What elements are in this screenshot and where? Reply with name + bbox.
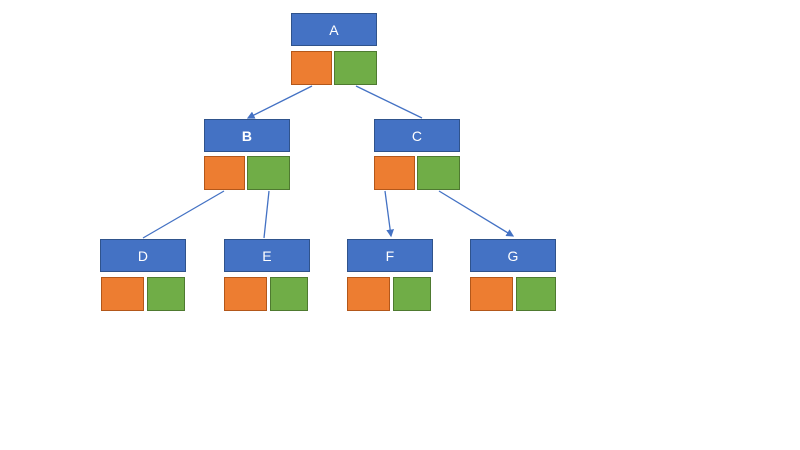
node-e-chip-orange[interactable] — [224, 277, 267, 311]
node-b-label[interactable]: B — [204, 119, 290, 152]
node-c-chip-green[interactable] — [417, 156, 460, 190]
node-d-label[interactable]: D — [100, 239, 186, 272]
node-g-chip-green[interactable] — [516, 277, 556, 311]
node-f-chip-orange[interactable] — [347, 277, 390, 311]
node-b-chip-orange[interactable] — [204, 156, 245, 190]
node-a-chip-orange[interactable] — [291, 51, 332, 85]
node-g-chip-orange[interactable] — [470, 277, 513, 311]
node-d-chip-green[interactable] — [147, 277, 185, 311]
node-g-label[interactable]: G — [470, 239, 556, 272]
node-e-label[interactable]: E — [224, 239, 310, 272]
node-f-label[interactable]: F — [347, 239, 433, 272]
node-b-chip-green[interactable] — [247, 156, 290, 190]
edge-a-to-c — [355, 85, 423, 119]
edge-c-to-g — [438, 190, 515, 237]
node-a-label[interactable]: A — [291, 13, 377, 46]
node-d-chip-orange[interactable] — [101, 277, 144, 311]
node-e-chip-green[interactable] — [270, 277, 308, 311]
node-c-chip-orange[interactable] — [374, 156, 415, 190]
node-c-label[interactable]: C — [374, 119, 460, 152]
node-f-chip-green[interactable] — [393, 277, 431, 311]
edge-b-to-e — [263, 190, 270, 239]
edge-b-to-d — [142, 190, 225, 239]
edge-a-to-b — [246, 85, 313, 119]
edge-c-to-f — [384, 190, 395, 238]
node-a-chip-green[interactable] — [334, 51, 377, 85]
